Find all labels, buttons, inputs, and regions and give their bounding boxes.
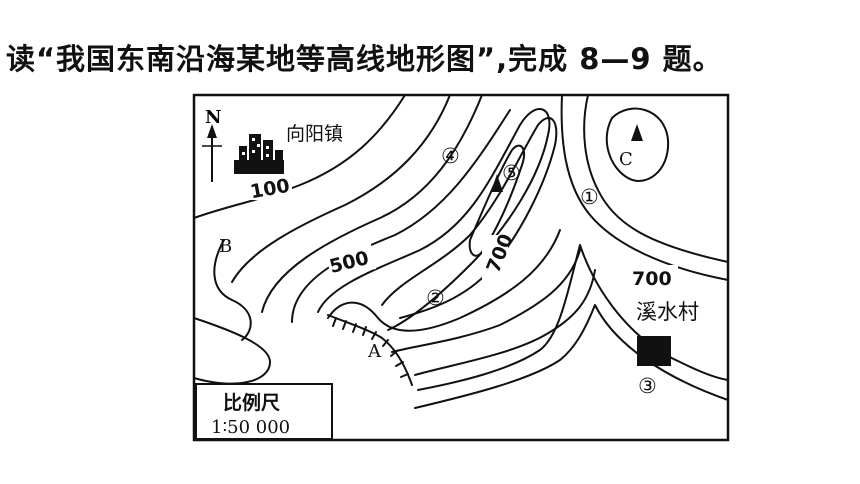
contour-line-b: [193, 317, 271, 385]
point-label-a: A: [367, 341, 382, 362]
village-marker: [637, 336, 671, 366]
village-label: 溪水村: [636, 300, 699, 324]
north-label: N: [205, 107, 221, 128]
contour-100: [193, 94, 406, 219]
contour-700-right: [583, 94, 729, 263]
contour-line-valley: [417, 244, 729, 391]
contour-500: [317, 108, 551, 331]
contour-line-a3: [414, 269, 596, 376]
contour-line-b-inner: [213, 239, 252, 341]
circled-label-4: ④: [441, 144, 460, 168]
town-label: 向阳镇: [286, 123, 343, 145]
scale-title: 比例尺: [223, 391, 280, 414]
contour-label-700-right: 700: [632, 268, 672, 290]
contour-line-2: [261, 94, 483, 313]
town-icon: [234, 134, 284, 174]
circled-label-5: ⑤: [502, 161, 521, 185]
point-label-c: C: [619, 149, 633, 170]
contour-line-3: [291, 109, 511, 323]
peak-5-marker: [491, 174, 503, 192]
map-frame: [192, 93, 730, 442]
peak-c-marker: [631, 124, 643, 141]
contour-line-a1: [327, 229, 561, 332]
cliff-symbol: [327, 314, 413, 386]
scale-box: [195, 383, 333, 440]
north-arrow: N: [202, 107, 222, 182]
contour-line-a2: [391, 249, 581, 353]
contour-line-peak-c: [605, 107, 670, 182]
scale-value: 1∶50 000: [211, 417, 290, 438]
circled-label-1: ①: [580, 185, 599, 209]
circled-label-2: ②: [426, 286, 445, 310]
circled-label-3: ③: [638, 374, 657, 398]
contour-line-peak5-outer: [381, 117, 558, 319]
question-text: 读“我国东南沿海某地等高线地形图”,完成 8—9 题。: [6, 42, 723, 76]
contour-line-1: [231, 94, 451, 283]
point-label-b: B: [219, 236, 232, 257]
